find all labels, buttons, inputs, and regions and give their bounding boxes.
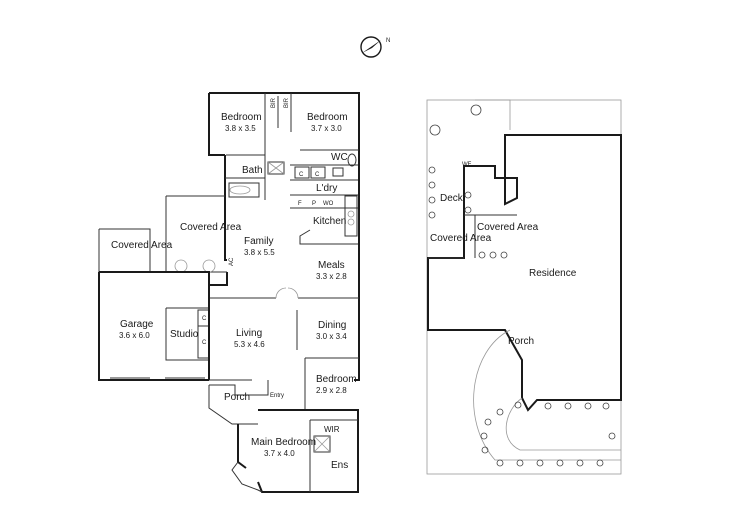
label-deck: Deck	[440, 193, 464, 204]
size-main-bedroom: 3.7 x 4.0	[264, 449, 295, 458]
label-entry: Entry	[270, 393, 284, 399]
label-wf: WF	[462, 162, 472, 168]
label-meals: Meals	[318, 260, 345, 271]
size-family: 3.8 x 5.5	[244, 248, 275, 257]
floor-plan-labels: Bedroom 3.8 x 3.5 Bedroom 3.7 x 3.0 BIR …	[111, 97, 357, 471]
size-living: 5.3 x 4.6	[234, 340, 265, 349]
size-dining: 3.0 x 3.4	[316, 332, 347, 341]
label-site-covered-area-right: Covered Area	[477, 222, 539, 233]
label-covered-area-left: Covered Area	[111, 240, 173, 251]
label-residence: Residence	[529, 268, 577, 279]
compass-icon: N	[360, 36, 390, 58]
label-garage: Garage	[120, 319, 154, 330]
label-bedroom-small: Bedroom	[316, 374, 357, 385]
label-ensuite: Ens	[331, 460, 348, 471]
label-site-porch: Porch	[508, 336, 534, 347]
site-plan	[426, 99, 622, 475]
label-covered-area-mid: Covered Area	[180, 222, 242, 233]
label-cupboard-1: C	[299, 172, 304, 178]
label-family: Family	[244, 236, 273, 247]
label-laundry: L'dry	[316, 183, 337, 194]
label-studio-cupboard-2: C	[202, 340, 207, 346]
label-bir-left: BIR	[271, 97, 277, 108]
label-air-con: AC	[229, 257, 235, 266]
label-dining: Dining	[318, 320, 346, 331]
label-porch: Porch	[224, 392, 250, 403]
label-site-covered-area-left: Covered Area	[430, 233, 492, 244]
north-label: N	[386, 38, 390, 44]
size-garage: 3.6 x 6.0	[119, 331, 150, 340]
label-wc: WC	[331, 152, 348, 163]
label-pantry: P	[312, 201, 316, 207]
site-plan-labels: WF Deck Covered Area Covered Area Reside…	[430, 162, 577, 347]
label-bedroom-left: Bedroom	[221, 112, 262, 123]
label-studio: Studio	[170, 329, 199, 340]
label-bedroom-right: Bedroom	[307, 112, 348, 123]
label-cupboard-2: C	[315, 172, 320, 178]
size-bedroom-right: 3.7 x 3.0	[311, 124, 342, 133]
label-main-bedroom: Main Bedroom	[251, 437, 316, 448]
size-bedroom-small: 2.9 x 2.8	[316, 386, 347, 395]
size-meals: 3.3 x 2.8	[316, 272, 347, 281]
label-fridge: F	[298, 201, 302, 207]
label-wir: WIR	[324, 425, 340, 434]
label-living: Living	[236, 328, 262, 339]
label-kitchen: Kitchen	[313, 216, 346, 227]
label-studio-cupboard-1: C	[202, 316, 207, 322]
label-wall-oven: WO	[323, 201, 334, 207]
size-bedroom-left: 3.8 x 3.5	[225, 124, 256, 133]
floor-plan	[98, 92, 360, 493]
label-bath: Bath	[242, 165, 263, 176]
label-bir-right: BIR	[284, 97, 290, 108]
site-trees	[428, 104, 616, 467]
